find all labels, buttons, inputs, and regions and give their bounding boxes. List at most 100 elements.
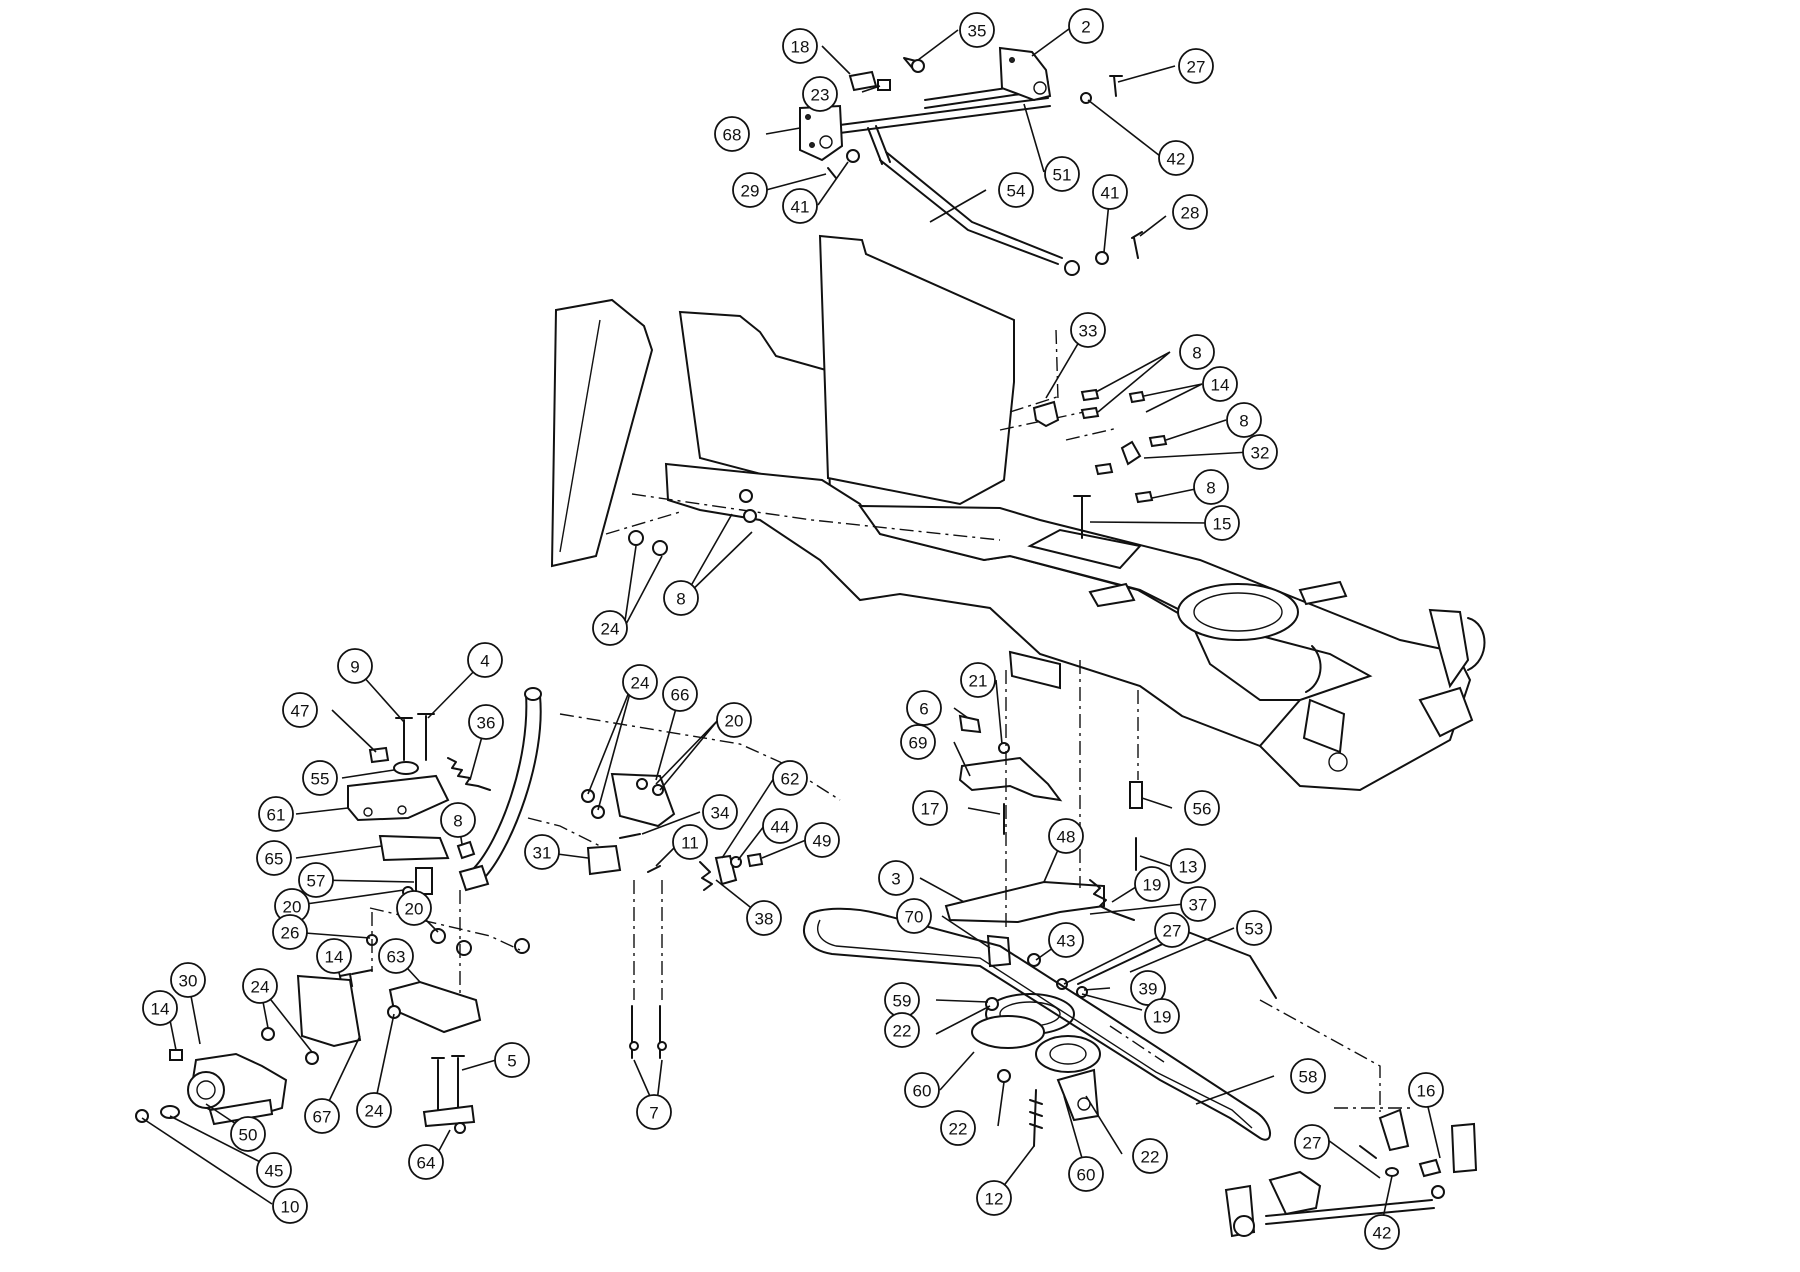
callout-number: 51 <box>1053 166 1072 185</box>
callout-number: 3 <box>891 870 900 889</box>
pedal-assembly <box>135 687 542 1134</box>
callout-51: 51 <box>1044 156 1080 192</box>
callout-number: 17 <box>921 800 940 819</box>
callout-bubble <box>440 802 476 838</box>
callout-number: 8 <box>1192 344 1201 363</box>
callout-41b: 41 <box>1092 174 1128 210</box>
callout-65: 65 <box>256 840 292 876</box>
callout-bubble <box>716 702 752 738</box>
callout-bubble <box>662 676 698 712</box>
callout-bubble <box>408 1144 444 1180</box>
callout-bubble <box>1242 434 1278 470</box>
callout-number: 12 <box>985 1190 1004 1209</box>
callout-bubble <box>256 1152 292 1188</box>
callout-bubble <box>782 28 818 64</box>
callout-number: 20 <box>725 712 744 731</box>
callout-number: 48 <box>1057 828 1076 847</box>
callout-19b: 19 <box>1144 998 1180 1034</box>
callout-bubble <box>1226 402 1262 438</box>
callout-number: 8 <box>1206 479 1215 498</box>
callout-number: 29 <box>741 182 760 201</box>
callout-number: 20 <box>283 898 302 917</box>
callout-bubble <box>802 76 838 112</box>
callout-number: 27 <box>1163 922 1182 941</box>
callout-10: 10 <box>272 1188 308 1224</box>
callout-number: 31 <box>533 844 552 863</box>
callout-45: 45 <box>256 1152 292 1188</box>
callout-bubble <box>1092 174 1128 210</box>
callout-bubble <box>298 862 334 898</box>
callout-41a: 41 <box>782 188 818 224</box>
callout-bubble <box>1408 1072 1444 1108</box>
callout-number: 20 <box>405 900 424 919</box>
callout-bubble <box>337 648 373 684</box>
callout-2: 2 <box>1068 8 1104 44</box>
callout-number: 5 <box>507 1052 516 1071</box>
callout-bubble <box>1180 886 1216 922</box>
callout-number: 68 <box>723 126 742 145</box>
callout-number: 14 <box>325 948 344 967</box>
callout-bubble <box>1070 312 1106 348</box>
callout-bubble <box>762 808 798 844</box>
callout-16: 16 <box>1408 1072 1444 1108</box>
callout-20a: 20 <box>274 888 310 924</box>
callout-bubble <box>732 172 768 208</box>
callout-bubble <box>960 662 996 698</box>
callout-bubble <box>900 724 936 760</box>
callout-bubble <box>1236 910 1272 946</box>
callout-bubble <box>976 1180 1012 1216</box>
callout-30: 30 <box>170 962 206 998</box>
callout-bubble <box>1044 156 1080 192</box>
callout-bubble <box>282 692 318 728</box>
callout-number: 39 <box>1139 980 1158 999</box>
callout-19a: 19 <box>1134 866 1170 902</box>
callout-number: 13 <box>1179 858 1198 877</box>
callout-bubble <box>1134 866 1170 902</box>
callout-number: 26 <box>281 924 300 943</box>
callout-49: 49 <box>804 822 840 858</box>
callout-number: 41 <box>1101 184 1120 203</box>
callout-number: 16 <box>1417 1082 1436 1101</box>
callout-53: 53 <box>1236 910 1272 946</box>
callout-bubble <box>940 1110 976 1146</box>
callout-number: 37 <box>1189 896 1208 915</box>
callout-4: 4 <box>467 642 503 678</box>
callout-number: 54 <box>1007 182 1026 201</box>
callout-number: 38 <box>755 910 774 929</box>
callout-27a: 27 <box>1178 48 1214 84</box>
callout-bubble <box>1048 818 1084 854</box>
callout-54: 54 <box>998 172 1034 208</box>
callout-number: 41 <box>791 198 810 217</box>
callout-bubble <box>142 990 178 1026</box>
callout-8c: 8 <box>1193 469 1229 505</box>
callout-18: 18 <box>782 28 818 64</box>
callout-number: 9 <box>350 658 359 677</box>
callout-number: 45 <box>265 1162 284 1181</box>
callout-57: 57 <box>298 862 334 898</box>
callout-number: 49 <box>813 832 832 851</box>
callout-bubble <box>378 938 414 974</box>
callout-bubble <box>1202 366 1238 402</box>
callout-8b: 8 <box>1226 402 1262 438</box>
callout-bubble <box>1132 1138 1168 1174</box>
callout-37: 37 <box>1180 886 1216 922</box>
callout-8e: 8 <box>440 802 476 838</box>
callout-69: 69 <box>900 724 936 760</box>
chassis-frame <box>550 234 1486 792</box>
callout-47: 47 <box>282 692 318 728</box>
callout-bubble <box>1204 505 1240 541</box>
callout-number: 60 <box>1077 1166 1096 1185</box>
callout-bubble <box>592 610 628 646</box>
callout-number: 42 <box>1373 1224 1392 1243</box>
callout-number: 21 <box>969 672 988 691</box>
callout-43: 43 <box>1048 922 1084 958</box>
callout-bubble <box>782 188 818 224</box>
callout-7: 7 <box>636 1094 672 1130</box>
callout-bubble <box>258 796 294 832</box>
callout-number: 66 <box>671 686 690 705</box>
callout-bubble <box>1172 194 1208 230</box>
callout-number: 11 <box>681 834 699 853</box>
callout-bubble <box>524 834 560 870</box>
callout-36: 36 <box>468 704 504 740</box>
